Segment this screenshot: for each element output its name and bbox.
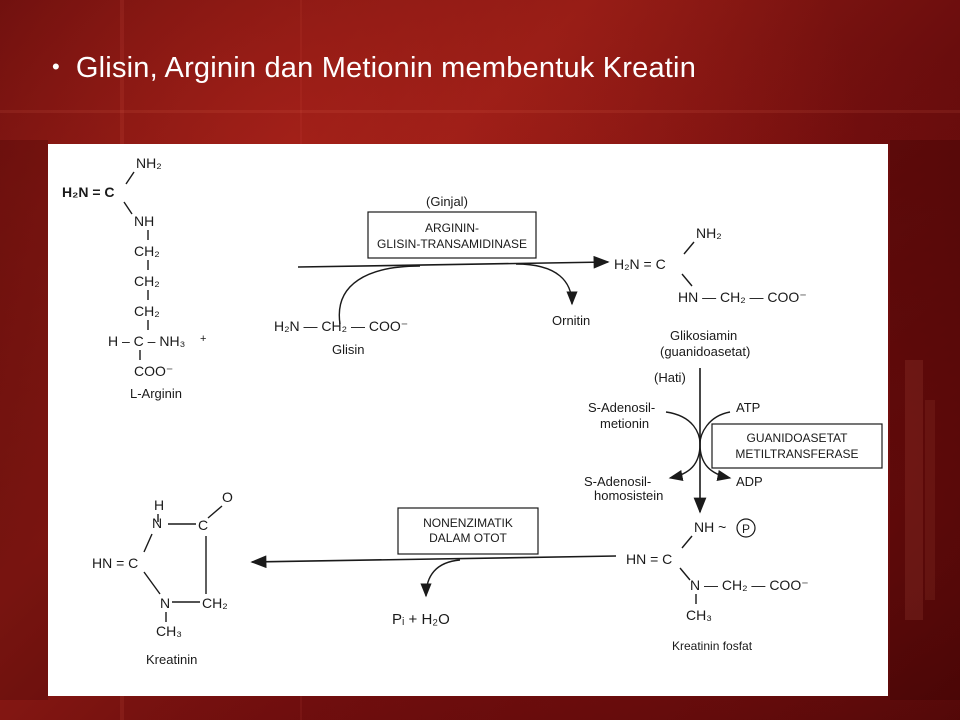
arginine-ch2-3: CH₂	[134, 303, 160, 319]
guanidoacetate-name1: Glikosiamin	[670, 328, 737, 343]
byproduct-exit-curve	[420, 559, 461, 598]
kidney-label: (Ginjal)	[426, 194, 468, 209]
enzyme1-line1: ARGININ-	[425, 221, 479, 235]
enzyme3-box	[397, 507, 539, 555]
creatine-phosphate-hn-c: HN = C	[626, 551, 672, 567]
creatinine-ch2: CH₂	[202, 595, 228, 611]
ornithine-name: Ornitin	[552, 313, 590, 328]
reaction1-main-arrow	[297, 255, 610, 269]
creatinine-c-top: C	[198, 517, 208, 533]
creatinine-hn-c: HN = C	[92, 555, 138, 571]
adp-exit-curve	[699, 443, 732, 482]
enzyme1-line2: GLISIN-TRANSAMIDINASE	[377, 237, 527, 251]
glycine-name: Glisin	[332, 342, 365, 357]
creatinine-n-bottom: N	[160, 595, 170, 611]
guanidoacetate-name2: (guanidoasetat)	[660, 344, 750, 359]
l-arginine-structure: NH₂ H₂N = C NH CH₂ CH₂ CH₂ H – C – NH₃ +…	[62, 155, 206, 401]
enzyme1-box	[367, 211, 537, 259]
ornithine-exit-curve	[515, 263, 578, 306]
creatinine-o: O	[222, 489, 233, 505]
arginine-h-c-nh3: H – C – NH₃	[108, 333, 185, 349]
slide-title: • Glisin, Arginin dan Metionin membentuk …	[52, 52, 696, 85]
atp-label: ATP	[736, 400, 760, 415]
reaction3-main-arrow	[250, 555, 617, 569]
arginine-nh: NH	[134, 213, 154, 229]
guanidoacetate-h2n-c: H₂N = C	[614, 256, 666, 272]
creatine-synthesis-diagram: NH₂ H₂N = C NH CH₂ CH₂ CH₂ H – C – NH₃ +…	[62, 155, 883, 667]
sah-line1: S-Adenosil-	[584, 474, 651, 489]
creatine-phosphate-nh-p: NH ~	[694, 519, 726, 535]
creatinine-h: H	[154, 497, 164, 513]
sam-entry-curve	[665, 411, 701, 445]
sah-exit-curve	[668, 443, 701, 482]
diagram-panel: NH₂ H₂N = C NH CH₂ CH₂ CH₂ H – C – NH₃ +…	[48, 144, 888, 696]
enzyme2-line2: METILTRANSFERASE	[735, 447, 858, 461]
adp-label: ADP	[736, 474, 763, 489]
phosphate-p: P	[742, 522, 750, 536]
slide-title-text: Glisin, Arginin dan Metionin membentuk K…	[75, 52, 697, 84]
arginine-nh2: NH₂	[136, 155, 162, 171]
creatine-phosphate-n-row: N — CH₂ — COO⁻	[690, 577, 809, 593]
creatine-phosphate-structure: NH ~ P HN = C N — CH₂ — COO⁻ CH₃ Kreatin…	[626, 518, 809, 653]
enzyme3-line1: NONENZIMATIK	[423, 516, 513, 530]
creatine-phosphate-name: Kreatinin fosfat	[672, 639, 753, 653]
glycine-formula: H₂N — CH₂ — COO⁻	[274, 318, 408, 334]
sam-line2: metionin	[600, 416, 649, 431]
glycine-entry-curve	[338, 265, 421, 325]
enzyme2-box	[711, 423, 883, 469]
byproduct-label: Pᵢ + H₂O	[392, 611, 450, 628]
enzyme3-line2: DALAM OTOT	[429, 531, 507, 545]
guanidoacetate-structure: NH₂ H₂N = C HN — CH₂ — COO⁻ Glikosiamin …	[614, 225, 807, 359]
guanidoacetate-hn-row: HN — CH₂ — COO⁻	[678, 289, 807, 305]
sam-line1: S-Adenosil-	[588, 400, 655, 415]
creatinine-ch3: CH₃	[156, 623, 182, 639]
phosphate-circle	[736, 518, 756, 538]
reaction-2: (Hati) S-Adenosil- metionin ATP S-Adenos…	[584, 368, 883, 514]
sah-line2: homosistein	[594, 488, 663, 503]
arginine-ch2-2: CH₂	[134, 273, 160, 289]
creatinine-n-top: N	[152, 515, 162, 531]
guanidoacetate-nh2: NH₂	[696, 225, 722, 241]
arginine-h2n-c: H₂N = C	[62, 184, 115, 200]
creatinine-name: Kreatinin	[146, 652, 197, 667]
arginine-coo: COO⁻	[134, 363, 173, 379]
arginine-name: L-Arginin	[130, 386, 182, 401]
reaction-1: (Ginjal) ARGININ- GLISIN-TRANSAMIDINASE …	[274, 194, 610, 357]
liver-label: (Hati)	[654, 370, 686, 385]
atp-entry-curve	[699, 411, 731, 445]
creatinine-structure: H O N C HN = C N CH₂ CH₃ Kreatinin	[92, 489, 233, 667]
bullet: •	[52, 54, 60, 79]
enzyme2-line1: GUANIDOASETAT	[747, 431, 849, 445]
arginine-plus: +	[200, 333, 206, 345]
arginine-ch2-1: CH₂	[134, 243, 160, 259]
reaction-3: NONENZIMATIK DALAM OTOT Pᵢ + H₂O	[250, 507, 617, 628]
creatine-phosphate-ch3: CH₃	[686, 607, 712, 623]
